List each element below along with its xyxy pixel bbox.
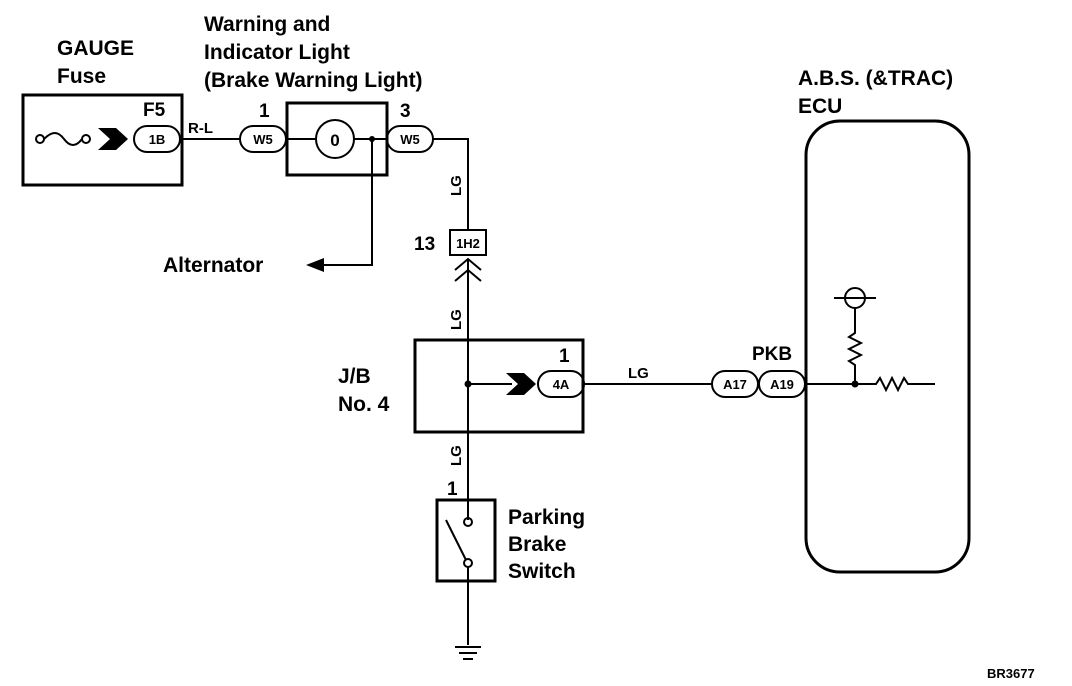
w5-right-label: W5 xyxy=(400,132,420,147)
alternator-label: Alternator xyxy=(163,254,263,277)
ih2-label: 1H2 xyxy=(456,236,480,251)
w5-left-label: W5 xyxy=(253,132,273,147)
ecu-terminal-label: PKB xyxy=(752,344,792,365)
switch-title-3: Switch xyxy=(508,560,576,583)
drawing-reference: BR3677 xyxy=(987,666,1035,681)
wire-color-lg-1: LG xyxy=(448,175,465,196)
connector-1h2 xyxy=(449,229,487,256)
jb-title: J/B xyxy=(338,365,371,388)
ground-icon xyxy=(455,646,481,660)
warning-light-title-3: (Brake Warning Light) xyxy=(204,69,423,92)
a17-label: A17 xyxy=(723,377,747,392)
w5-left-pin: 1 xyxy=(259,101,270,122)
wire-to-alternator xyxy=(322,139,373,266)
warning-light-title-2: Indicator Light xyxy=(204,41,350,64)
jb-subtitle: No. 4 xyxy=(338,393,390,416)
switch-lever-icon xyxy=(445,519,467,561)
switch-title-1: Parking xyxy=(508,506,585,529)
alternator-arrow-icon xyxy=(306,258,324,272)
fuse-icon xyxy=(35,132,91,146)
wire-color-rl: R-L xyxy=(188,120,213,137)
abs-ecu-box xyxy=(804,119,971,574)
switch-pin-label: 1 xyxy=(447,479,458,500)
jb-pin-label: 1 xyxy=(559,346,570,367)
fuse-pin-label: F5 xyxy=(143,100,166,121)
ecu-input-resistor-icon xyxy=(855,375,935,393)
w5-right-pin: 3 xyxy=(400,101,411,122)
gauge-fuse-subtitle: Fuse xyxy=(57,65,106,88)
gauge-fuse-title: GAUGE xyxy=(57,37,134,60)
parking-brake-switch-box xyxy=(435,498,497,583)
switch-title-2: Brake xyxy=(508,533,566,556)
wire-color-lg-3: LG xyxy=(628,365,649,382)
fuse-connector-arrow-icon xyxy=(98,128,128,150)
abs-ecu-title: A.B.S. (&TRAC) xyxy=(798,67,953,90)
wire-light-to-ih2 xyxy=(433,138,469,230)
a19-label: A19 xyxy=(770,377,794,392)
abs-ecu-subtitle: ECU xyxy=(798,95,842,118)
wire-color-lg-4: LG xyxy=(448,445,465,466)
fuse-connector-label: 1B xyxy=(149,132,166,147)
warning-light-title-1: Warning and xyxy=(204,13,330,36)
jb-connector-label: 4A xyxy=(553,377,570,392)
switch-contact-top xyxy=(463,517,473,527)
ih2-pin-label: 13 xyxy=(414,234,435,255)
wire-color-lg-2: LG xyxy=(448,309,465,330)
ecu-pullup-resistor-icon xyxy=(846,308,864,384)
jb-connector-arrow-icon xyxy=(506,373,536,395)
bulb-symbol: 0 xyxy=(330,131,339,150)
